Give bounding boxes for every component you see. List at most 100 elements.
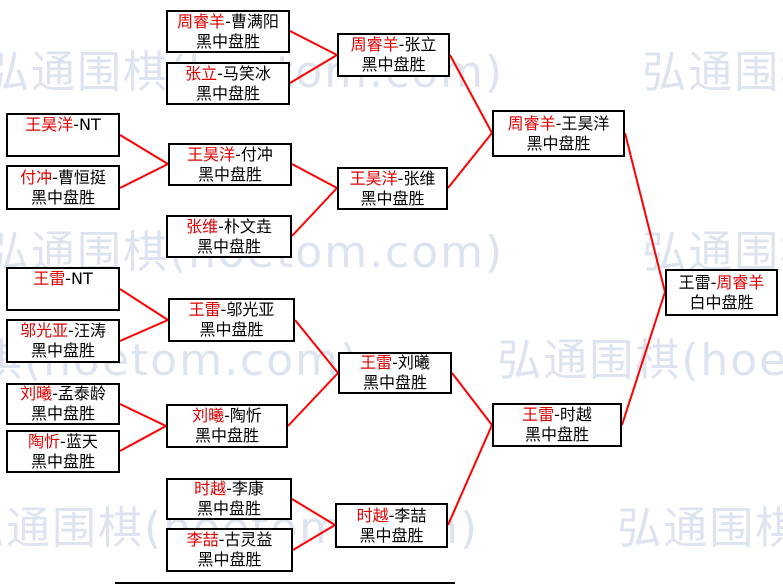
- match-wuguangya-wangtao: 邬光亚-汪涛 黑中盘胜: [6, 319, 120, 363]
- separator: -: [73, 115, 80, 134]
- player-winner: 王雷: [360, 353, 393, 372]
- match-players: 王雷-刘曦: [360, 353, 430, 373]
- match-result: 黑中盘胜: [196, 499, 261, 518]
- separator: -: [710, 272, 717, 292]
- player-loser: 马笑冰: [222, 63, 271, 83]
- player-loser: 时越: [559, 405, 592, 424]
- match-zhangli-maxiaobing: 张立-马笑冰 黑中盘胜: [166, 62, 290, 105]
- match-lizhe-gulingyi: 李喆-古灵益 黑中盘胜: [166, 528, 293, 572]
- connector-line: [624, 132, 666, 293]
- match-wanglei-nt: 王雷-NT: [6, 267, 120, 311]
- player-loser: 蓝天: [65, 431, 98, 451]
- separator: -: [224, 406, 230, 425]
- match-result: 黑中盘胜: [360, 188, 425, 208]
- match-players: 王雷-时越: [522, 405, 592, 425]
- separator: -: [218, 216, 224, 236]
- match-result: 黑中盘胜: [30, 341, 95, 360]
- match-result: 黑中盘胜: [30, 451, 95, 471]
- player-loser: 孟泰龄: [57, 384, 106, 403]
- connector-line: [621, 291, 666, 426]
- connector-line: [447, 132, 493, 189]
- separator: -: [397, 168, 404, 188]
- player-winner: 王雷: [522, 405, 555, 424]
- match-result: 黑中盘胜: [197, 550, 262, 569]
- player-winner: 时越: [194, 479, 227, 498]
- connector-line: [119, 319, 169, 342]
- player-winner: 王昊洋: [187, 144, 236, 164]
- match-zhouruiyang-zhangli: 周睿羊-张立 黑中盘胜: [337, 33, 450, 77]
- match-players: 王雷-周睿羊: [679, 273, 765, 293]
- player-winner: 王昊洋: [349, 168, 398, 188]
- match-players: 邬光亚-汪涛: [20, 321, 106, 341]
- player-winner: 张维: [186, 216, 219, 236]
- player-winner: 刘曦: [20, 384, 53, 403]
- match-shiyue-lizhe: 时越-李喆 黑中盘胜: [335, 503, 448, 548]
- match-zhouruiyang-wanghaoyang: 周睿羊-王昊洋 黑中盘胜: [492, 110, 625, 157]
- player-loser: 张维: [403, 168, 436, 188]
- connector-line: [291, 163, 338, 189]
- connector-line: [292, 524, 336, 551]
- match-zhangwei-piaowenyao: 张维-朴文垚 黑中盘胜: [166, 215, 292, 258]
- match-taoxin-lantian: 陶忻-蓝天 黑中盘胜: [6, 430, 120, 473]
- player-loser: 古灵益: [224, 530, 273, 549]
- player-loser: 陶忻: [229, 406, 262, 425]
- separator: -: [392, 353, 398, 372]
- match-players: 周睿羊-王昊洋: [508, 114, 610, 134]
- connector-line: [119, 288, 169, 321]
- connector-line: [451, 372, 493, 426]
- match-players: 刘曦-陶忻: [192, 406, 262, 426]
- match-liuxi-taoxin: 刘曦-陶忻 黑中盘胜: [166, 404, 288, 448]
- match-wanglei-shiyue: 王雷-时越 黑中盘胜: [492, 403, 622, 447]
- match-players: 时越-李康: [194, 479, 264, 499]
- watermark-text: 弘通围棋(hoetom.com) 弘通围棋(hoetom.com): [0, 227, 783, 278]
- player-loser: NT: [71, 269, 93, 288]
- match-players: 张维-朴文垚: [186, 217, 272, 237]
- separator: -: [60, 431, 66, 451]
- player-winner: 李喆: [186, 530, 219, 549]
- player-winner: 王雷: [188, 300, 221, 319]
- match-players: 刘曦-孟泰龄: [20, 384, 106, 404]
- player-winner: 陶忻: [28, 431, 61, 451]
- match-result: 黑中盘胜: [30, 404, 95, 423]
- bottom-border-line: [115, 582, 455, 584]
- match-players: 王雷-NT: [33, 269, 93, 289]
- match-result: 黑中盘胜: [30, 187, 95, 207]
- player-winner: 王昊洋: [25, 115, 74, 134]
- match-result: 黑中盘胜: [194, 426, 259, 445]
- player-winner: 邬光亚: [20, 321, 69, 340]
- match-zhouruiyang-caomanyang: 周睿羊-曹满阳 黑中盘胜: [166, 10, 290, 53]
- match-players: 李喆-古灵益: [187, 530, 273, 550]
- connector-line: [119, 163, 169, 189]
- player-winner: 周睿羊: [716, 272, 765, 292]
- match-result: 黑中盘胜: [195, 83, 260, 103]
- match-result: 黑中盘胜: [197, 164, 262, 184]
- separator: -: [554, 405, 560, 424]
- player-winner: 周睿羊: [507, 113, 556, 133]
- player-loser: 朴文垚: [223, 216, 272, 236]
- player-winner: 时越: [356, 505, 389, 525]
- match-players: 王昊洋-张维: [350, 169, 436, 189]
- match-players: 王雷-邬光亚: [189, 300, 275, 320]
- match-final-wanglei-zhouruiyang: 王雷-周睿羊 白中盘胜: [665, 269, 778, 316]
- player-winner: 张立: [185, 63, 218, 83]
- connector-line: [119, 425, 167, 452]
- separator: -: [398, 35, 405, 54]
- player-winner: 刘曦: [192, 406, 225, 425]
- match-wanghaoyang-nt: 王昊洋-NT: [6, 113, 120, 157]
- match-players: 付冲-曹恒挺: [20, 168, 106, 188]
- match-result: 黑中盘胜: [362, 373, 427, 392]
- separator: -: [220, 300, 227, 319]
- connector-line: [119, 134, 169, 165]
- match-result: 黑中盘胜: [361, 55, 426, 74]
- match-wanglei-liuxi: 王雷-刘曦 黑中盘胜: [338, 352, 452, 394]
- player-loser: NT: [79, 115, 101, 134]
- match-wanghaoyang-fuchong: 王昊洋-付冲 黑中盘胜: [168, 143, 292, 186]
- player-loser: 张立: [404, 35, 437, 54]
- match-players: 时越-李喆: [357, 506, 427, 526]
- separator: -: [388, 505, 395, 525]
- separator: -: [225, 11, 231, 31]
- connector-line: [449, 54, 493, 134]
- connector-line: [291, 498, 336, 526]
- player-winner: 周睿羊: [177, 11, 226, 31]
- match-result: 黑中盘胜: [359, 525, 424, 545]
